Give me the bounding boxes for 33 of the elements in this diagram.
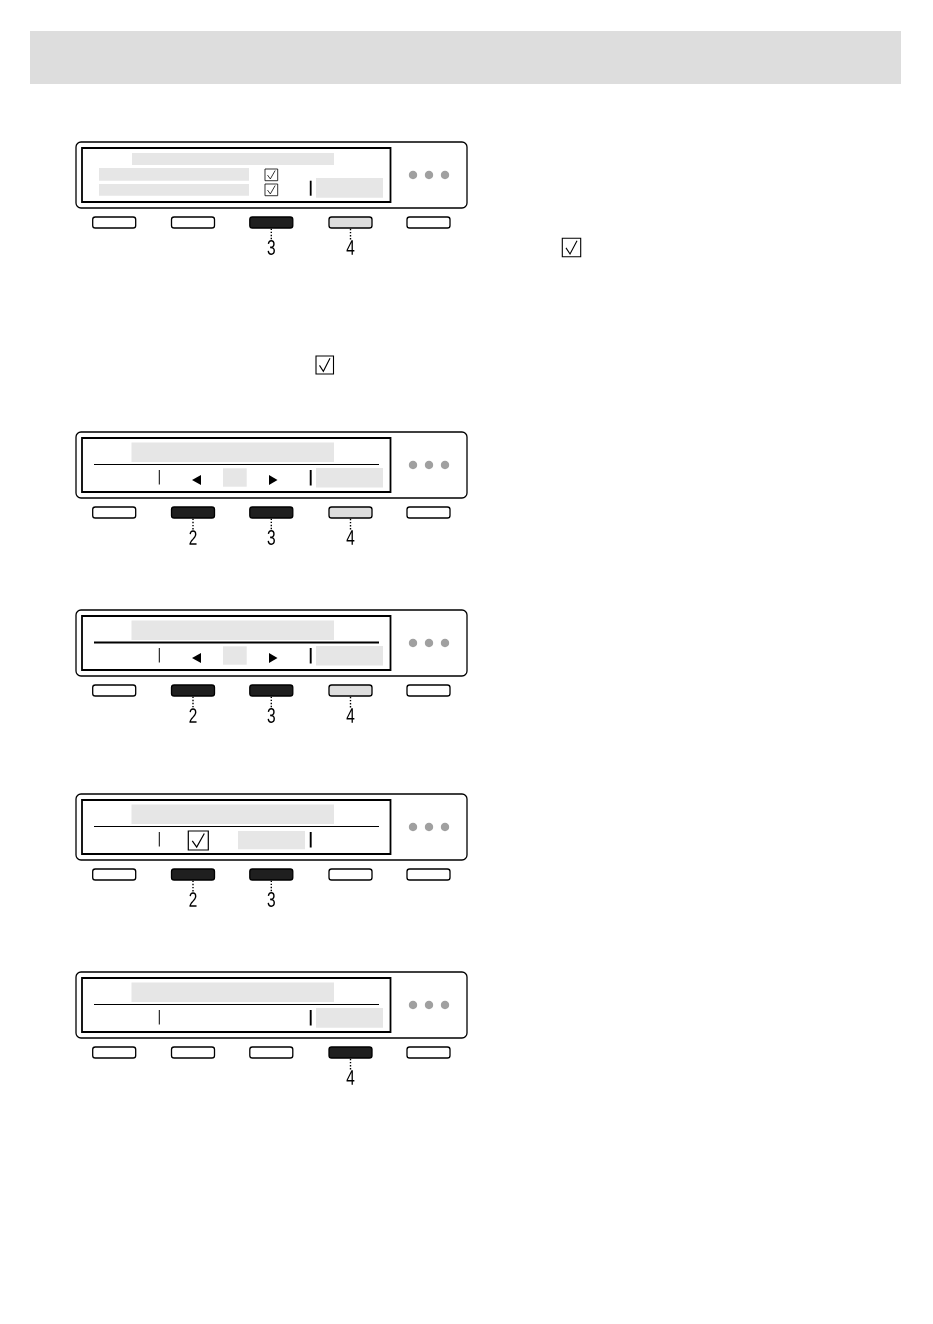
device-button (170, 868, 216, 881)
callout-number: 3 (267, 530, 275, 545)
device-button (328, 216, 373, 229)
leader-line (192, 517, 194, 531)
device-button (249, 216, 294, 229)
callout-number: 3 (267, 240, 275, 255)
leader-line (349, 517, 352, 531)
leader-line (270, 695, 272, 708)
device-button (249, 684, 294, 697)
callout-number: 2 (189, 892, 197, 907)
leader-line (270, 517, 272, 530)
leader-line (192, 695, 194, 709)
leader-line (349, 1057, 352, 1071)
callout-number: 2 (189, 530, 197, 545)
leader-line (349, 695, 352, 709)
leader-line (270, 227, 272, 240)
device-button (328, 684, 373, 697)
callout-number: 3 (267, 708, 275, 723)
callout-number: 3 (267, 892, 275, 907)
device-button (249, 868, 294, 881)
device-button (328, 506, 373, 519)
leader-line (192, 879, 194, 893)
leader-line (349, 227, 352, 241)
device-button (249, 506, 294, 519)
callout-number: 4 (346, 708, 355, 723)
device-button (170, 506, 216, 519)
device-button (170, 684, 216, 697)
callout-number: 4 (346, 530, 355, 545)
callout-number: 4 (346, 240, 355, 255)
callout-number: 4 (346, 1070, 355, 1085)
callout-number: 2 (189, 708, 197, 723)
device-button (328, 1046, 373, 1059)
leader-line (270, 879, 272, 892)
